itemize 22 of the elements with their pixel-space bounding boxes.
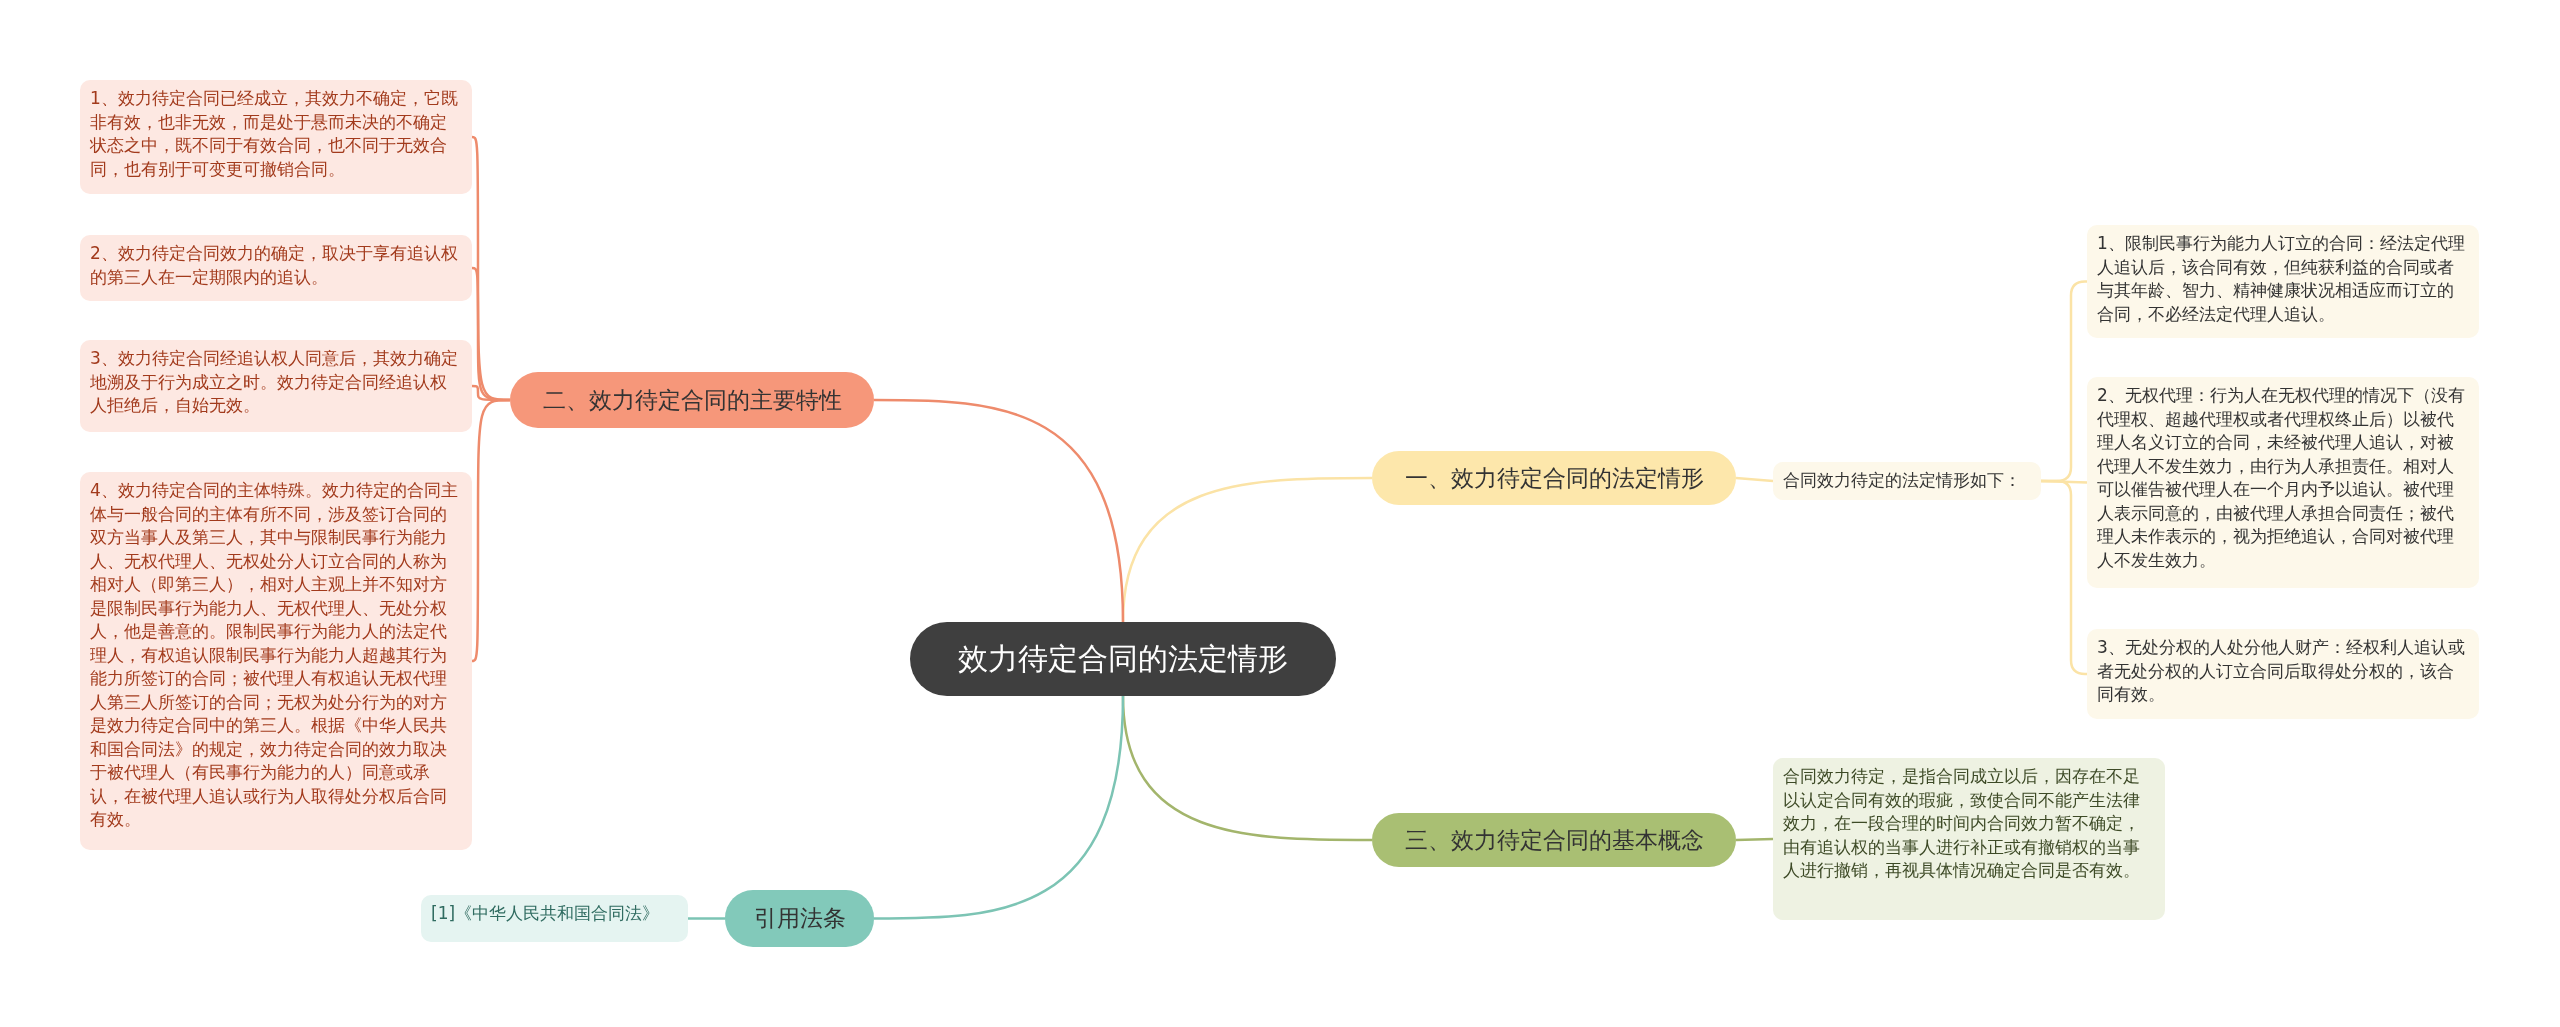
connector-line	[471, 398, 510, 663]
text-box: 合同效力待定的法定情形如下：	[1773, 462, 2041, 500]
text-box: [1]《中华人民共和国合同法》	[421, 895, 688, 942]
text-box: 4、效力待定合同的主体特殊。效力待定的合同主体与一般合同的主体有所不同，涉及签订合同的双方当事人及第三人，其中与限制民事行为能力人、无权代理人、无权处分人订立合同的人称为相对人（即第三人），相对人主观上并不知对方是限制民事行为能力人、无权代理人、无处分权人，他是善意的。限制民事行为能力人的法定代理人，有权追认限制民事行为能力人超越其行为能力所签订的合同；被代理人有权追认无权代理人第三人所签订的合同；无权为处分行为的对方是效力待定合同中的第三人。根据《中华人民共和国合同法》的规定，效力待定合同的效力取决于被代理人（有民事行为能力的人）同意或承认，在被代理人追认或行为人取得处分权后合同有效。	[80, 472, 472, 850]
connector-line	[2041, 479, 2087, 676]
text-box: 2、无权代理：行为人在无权代理的情况下（没有代理权、超越代理权或者代理权终止后）以被代理人名义订立的合同，未经被代理人追认，对被代理人不发生效力，由行为人承担责任。相对人可以催告被代理人在一个月内予以追认。被代理人表示同意的，由被代理人承担合同责任；被代理人未作表示的，视为拒绝追认，合同对被代理人不发生效力。	[2087, 377, 2479, 588]
text-box: 1、效力待定合同已经成立，其效力不确定，它既非有效，也非无效，而是处于悬而未决的不确定状态之中，既不同于有效合同，也不同于无效合同，也有别于可变更可撤销合同。	[80, 80, 472, 194]
text-box: 2、效力待定合同效力的确定，取决于享有追认权的第三人在一定期限内的追认。	[80, 235, 472, 301]
connector-line	[688, 917, 725, 920]
branch-topic: 一、效力待定合同的法定情形	[1372, 451, 1736, 505]
text-box: 3、效力待定合同经追认权人同意后，其效力确定地溯及于行为成立之时。效力待定合同经追认权人拒绝后，自始无效。	[80, 340, 472, 432]
central-topic: 效力待定合同的法定情形	[910, 622, 1336, 696]
text-box: 3、无处分权的人处分他人财产：经权利人追认或者无处分权的人订立合同后取得处分权的，该合同有效。	[2087, 629, 2479, 719]
connector-line	[874, 398, 1125, 623]
connector-line	[1735, 476, 1774, 483]
connector-line	[874, 695, 1125, 920]
text-box: 1、限制民事行为能力人订立的合同：经法定代理人追认后，该合同有效，但纯获利益的合同或者与其年龄、智力、精神健康状况相适应而订立的合同，不必经法定代理人追认。	[2087, 225, 2479, 338]
branch-topic: 二、效力待定合同的主要特性	[510, 372, 874, 428]
text-box: 合同效力待定，是指合同成立以后，因存在不足以认定合同有效的瑕疵，致使合同不能产生法律效力，在一段合理的时间内合同效力暂不确定，由有追认权的当事人进行补正或有撤销权的当事人进行撤销，再视具体情况确定合同是否有效。	[1773, 758, 2165, 920]
connector-line	[1735, 837, 1774, 842]
branch-topic: 三、效力待定合同的基本概念	[1372, 813, 1736, 867]
branch-topic: 引用法条	[725, 890, 874, 947]
